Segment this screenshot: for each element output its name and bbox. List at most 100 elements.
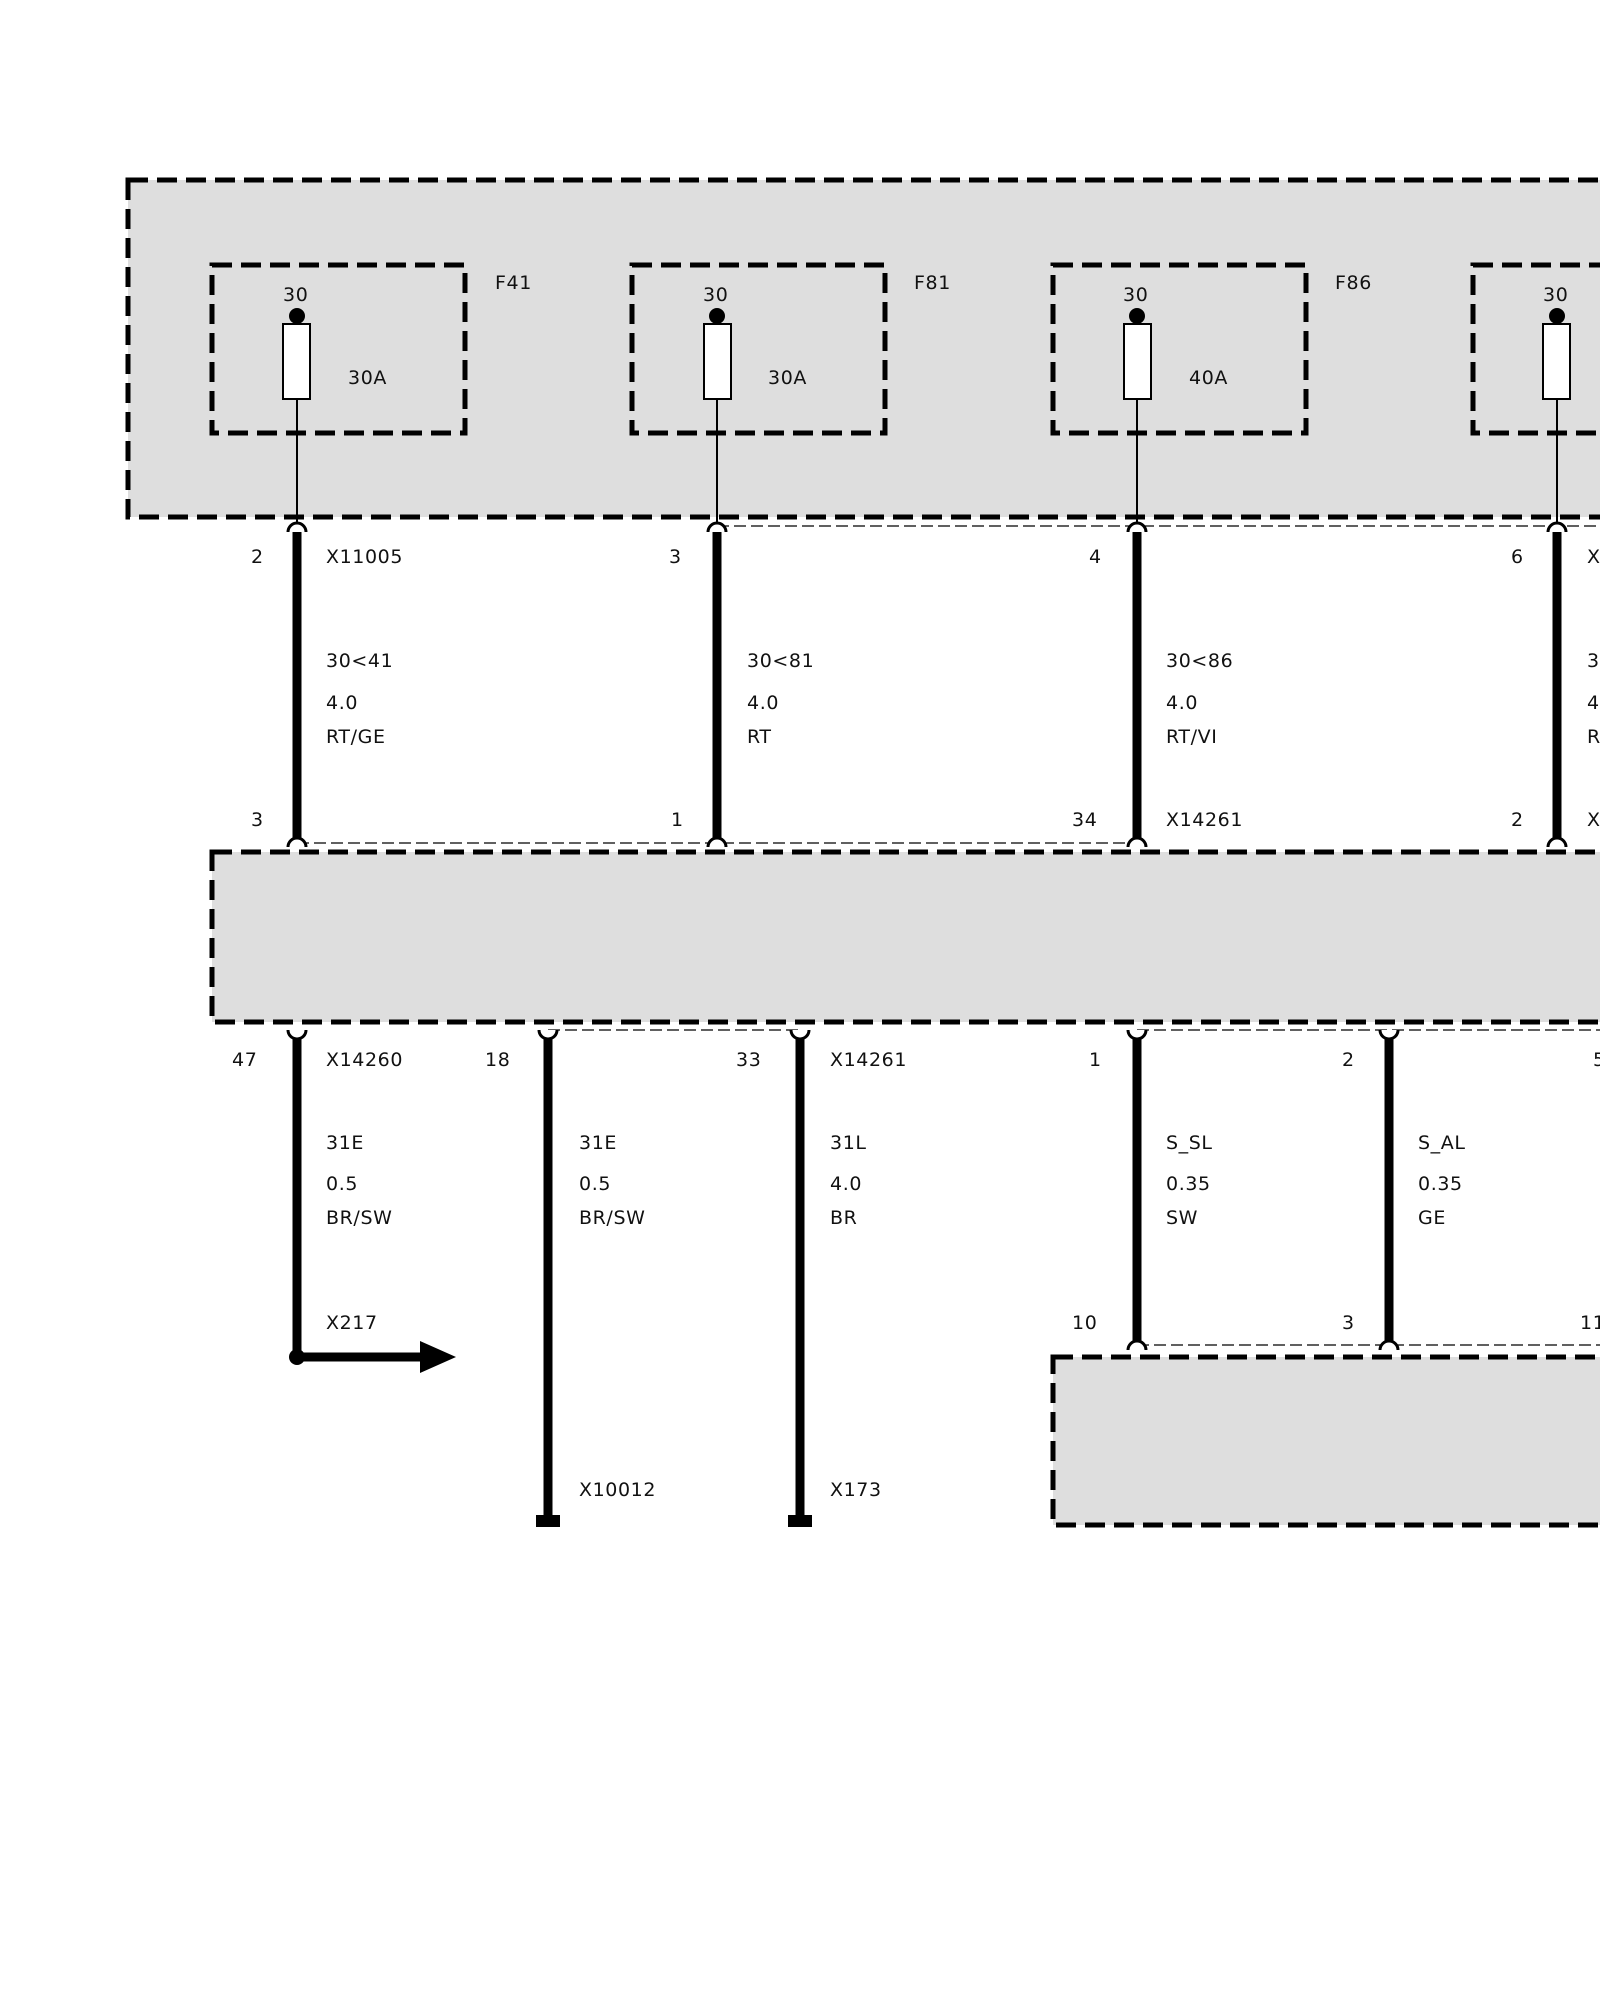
- pin-symbol: [286, 521, 308, 533]
- pin-symbol: [537, 1029, 559, 1041]
- pin-symbol: [706, 836, 728, 848]
- wire-end-label: X10012: [579, 1479, 656, 1501]
- wire-end-label: X217: [326, 1312, 378, 1334]
- wire-signal: 31L: [830, 1132, 867, 1154]
- pin-symbol: [1126, 836, 1148, 848]
- ground-terminal-icon: [788, 1515, 812, 1527]
- wire-size: 0.5: [326, 1173, 358, 1195]
- wire-signal: 30: [1587, 650, 1600, 672]
- wire-top-connector: X: [1587, 546, 1600, 568]
- wire-size: 4.0: [747, 692, 779, 714]
- fuse-rating-label: 40A: [1189, 367, 1228, 389]
- lower-module-panel: [1050, 1354, 1600, 1528]
- wire-size: 4.0: [1166, 692, 1198, 714]
- fuse-element-4: [1542, 308, 1571, 527]
- fuse-box-f41: [209, 262, 468, 436]
- wire-end-pin: 3: [1342, 1312, 1355, 1334]
- wire-pin: 33: [736, 1049, 761, 1071]
- wire-bottom-pin: 2: [1511, 809, 1524, 831]
- upper-wire-2: 3 30<81 4.0 RT 1: [669, 532, 814, 838]
- wire-pin: 1: [1089, 1049, 1102, 1071]
- fuse-rating-label: 30A: [768, 367, 807, 389]
- fuse-element-1: [282, 308, 311, 527]
- upper-wire-1: 2 X11005 30<41 4.0 RT/GE 3: [251, 532, 403, 838]
- wire-bottom-connector: X: [1587, 809, 1600, 831]
- wire-top-pin: 4: [1089, 546, 1102, 568]
- fuse-f81: F81 30 30A: [629, 262, 951, 436]
- lower-wire-4: 1 S_SL 0.35 SW 10: [1072, 1029, 1213, 1351]
- fuse-id-label: F86: [1335, 272, 1372, 294]
- fuse-f41: F41 30 30A: [209, 262, 532, 436]
- fuse-terminal-label: 30: [283, 284, 308, 306]
- fuse-distribution-panel: [125, 177, 1600, 520]
- arrow-right-icon: [420, 1341, 456, 1373]
- lower-wire-3: 33 X14261 31L 4.0 BR X173: [736, 1029, 907, 1527]
- pin-symbol: [1126, 521, 1148, 533]
- fuse-box-f86: [1050, 262, 1309, 436]
- wire-size: 4.0: [830, 1173, 862, 1195]
- wire-top-pin: 2: [251, 546, 264, 568]
- pin-symbol: [1546, 521, 1568, 533]
- wire-size: 0.35: [1166, 1173, 1211, 1195]
- pin-symbol: [1546, 836, 1568, 848]
- wire-pin: 2: [1342, 1049, 1355, 1071]
- wire-color: BR/SW: [326, 1207, 393, 1229]
- wire-signal: 30<81: [747, 650, 814, 672]
- wire-size: 0.5: [579, 1173, 611, 1195]
- fuse-symbol: [282, 323, 311, 400]
- pin-symbol: [1378, 1029, 1400, 1041]
- fuse-symbol: [703, 323, 732, 400]
- fuse-element-2: [703, 308, 732, 527]
- wire-color: RT/VI: [1166, 726, 1217, 748]
- lower-wire-2: 18 31E 0.5 BR/SW X10012: [485, 1029, 656, 1527]
- wire-signal: 30<41: [326, 650, 393, 672]
- wire-top-pin: 3: [669, 546, 682, 568]
- wire-signal: 31E: [326, 1132, 364, 1154]
- wire-signal: 31E: [579, 1132, 617, 1154]
- fuse-terminal-label: 30: [1123, 284, 1148, 306]
- wire-bottom-connector: X14261: [1166, 809, 1243, 831]
- control-unit-panel: [209, 849, 1600, 1025]
- wire-color: BR: [830, 1207, 857, 1229]
- wire-signal: 30<86: [1166, 650, 1233, 672]
- wire-color: SW: [1166, 1207, 1198, 1229]
- wire-color: RT/GE: [326, 726, 386, 748]
- wire-pin: 47: [232, 1049, 257, 1071]
- fuse-id-label: F41: [495, 272, 532, 294]
- wire-size: 4: [1587, 692, 1600, 714]
- fuse-f86: F86 30 40A: [1050, 262, 1372, 436]
- pin-symbol: [286, 836, 308, 848]
- fuse-terminal-label: 30: [703, 284, 728, 306]
- fuse-box-f81: [629, 262, 888, 436]
- lower-wire-5: 2 S_AL 0.35 GE 3: [1342, 1029, 1466, 1351]
- partial-pin-label: 5: [1593, 1049, 1600, 1071]
- wire-color: R: [1587, 726, 1600, 748]
- pin-symbol: [1126, 1029, 1148, 1041]
- wire-bottom-pin: 1: [671, 809, 684, 831]
- wire-bottom-pin: 34: [1072, 809, 1097, 831]
- wire-size: 4.0: [326, 692, 358, 714]
- wire-connector: X14261: [830, 1049, 907, 1071]
- wire-signal: S_AL: [1418, 1132, 1466, 1154]
- ground-terminal-icon: [536, 1515, 560, 1527]
- pin-symbol: [1378, 1339, 1400, 1351]
- fuse-symbol: [1123, 323, 1152, 400]
- fuse-rating-label: 30A: [348, 367, 387, 389]
- wire-connector: X14260: [326, 1049, 403, 1071]
- lower-wire-1: 47 X14260 31E 0.5 BR/SW X217: [232, 1029, 456, 1373]
- partial-pin-label: 11: [1580, 1312, 1600, 1334]
- wire-pin: 18: [485, 1049, 510, 1071]
- pin-symbol: [789, 1029, 811, 1041]
- wire-bottom-pin: 3: [251, 809, 264, 831]
- upper-wire-4: 6 X 30 4 R 2 X: [1511, 532, 1600, 838]
- wire-end-label: X173: [830, 1479, 882, 1501]
- upper-wire-3: 4 30<86 4.0 RT/VI 34 X14261: [1072, 532, 1243, 838]
- fuse-element-3: [1123, 308, 1152, 527]
- wire-top-connector: X11005: [326, 546, 403, 568]
- fuse-id-label: F81: [914, 272, 951, 294]
- pin-symbol: [1126, 1339, 1148, 1351]
- wire-color: RT: [747, 726, 772, 748]
- wire-signal: S_SL: [1166, 1132, 1213, 1154]
- wire-color: GE: [1418, 1207, 1446, 1229]
